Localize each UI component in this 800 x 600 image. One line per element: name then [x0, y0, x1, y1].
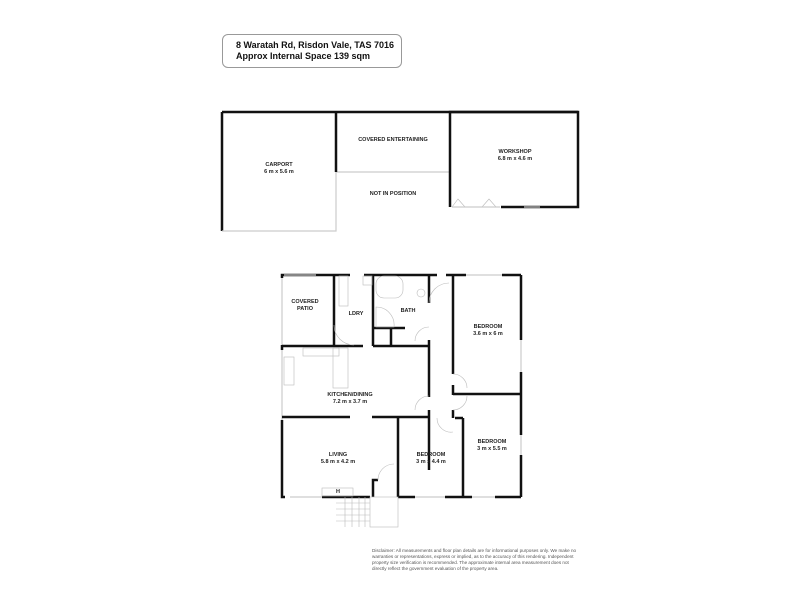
kitchen-dining-size: 7.2 m x 3.7 m — [333, 399, 367, 405]
bedroom-3-size: 3 m x 4.4 m — [416, 459, 446, 465]
bedroom-1-label: BEDROOM — [474, 324, 503, 330]
bath-label: BATH — [401, 308, 416, 314]
bedroom-3-label: BEDROOM — [417, 452, 446, 458]
address-box: 8 Waratah Rd, Risdon Vale, TAS 7016 Appr… — [222, 34, 402, 68]
outbuildings — [220, 110, 580, 232]
internal-space: Approx Internal Space 139 sqm — [236, 51, 371, 61]
kitchen-dining-label: KITCHEN/DINING — [327, 392, 372, 398]
carport-label: CARPORT — [265, 162, 293, 168]
living-label: LIVING — [329, 452, 347, 458]
heater-label: H — [336, 489, 340, 495]
bedroom-2-label: BEDROOM — [478, 439, 507, 445]
bedroom-2-size: 3 m x 5.5 m — [477, 446, 507, 452]
address: 8 Waratah Rd, Risdon Vale, TAS 7016 — [236, 40, 395, 50]
not-in-position-label: NOT IN POSITION — [370, 191, 416, 197]
bedroom-1-size: 3.6 m x 6 m — [473, 331, 503, 337]
workshop-size: 6.8 m x 4.6 m — [498, 156, 532, 162]
covered-patio-label-2: PATIO — [297, 306, 314, 312]
covered-patio-label: COVERED — [291, 299, 318, 305]
living-size: 5.8 m x 4.2 m — [321, 459, 355, 465]
covered-entertaining-label: COVERED ENTERTAINING — [358, 137, 428, 143]
disclaimer: Disclaimer: All measurements and floor p… — [372, 548, 577, 571]
house-walls — [280, 273, 523, 528]
workshop-label: WORKSHOP — [499, 149, 532, 155]
carport-size: 6 m x 5.6 m — [264, 169, 294, 175]
laundry-label: LDRY — [349, 311, 364, 317]
